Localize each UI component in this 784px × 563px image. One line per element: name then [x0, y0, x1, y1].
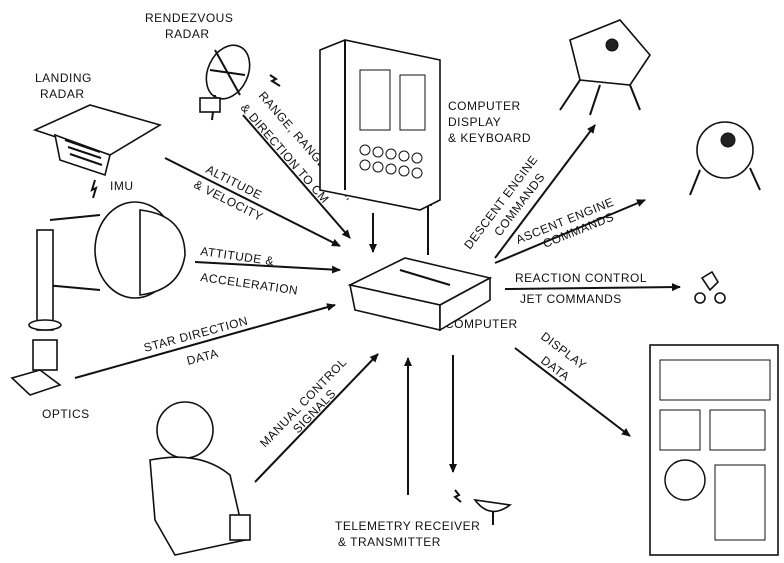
landing-radar-label: LANDING	[35, 71, 92, 85]
flow-label: MANUAL CONTROL	[257, 355, 349, 450]
computer-illustration	[347, 257, 493, 332]
dsky-label: DISPLAY	[448, 115, 501, 129]
computer-label: COMPUTER	[445, 317, 518, 331]
arrow-attitude	[194, 261, 341, 274]
flow-label: JET COMMANDS	[520, 292, 622, 306]
arrow-altitude	[164, 157, 341, 247]
flow-label: ACCELERATION	[200, 270, 299, 298]
imu-illustration	[44, 201, 186, 299]
label-display: DISPLAY DATA	[538, 329, 589, 384]
astronaut-illustration	[149, 401, 251, 556]
landing-radar-label: RADAR	[40, 87, 85, 101]
arrow-manual	[254, 353, 379, 483]
arrow-star	[74, 303, 336, 379]
dsky-label: COMPUTER	[448, 99, 521, 113]
dsky-label: & KEYBOARD	[448, 131, 531, 145]
optics-label: OPTICS	[42, 407, 90, 421]
landing-radar-illustration	[32, 104, 162, 199]
arrow-reaction	[504, 283, 681, 292]
label-altitude: ALTITUDE & VELOCITY	[192, 162, 266, 224]
arrow-display	[514, 347, 631, 437]
label-star: STAR DIRECTION DATA	[142, 314, 249, 368]
lunar-module-descent-illustration	[559, 19, 652, 116]
label-attitude: ATTITUDE & ACCELERATION	[200, 244, 299, 298]
rendezvous-radar-illustration	[199, 44, 281, 121]
flow-label: DATA	[185, 346, 220, 368]
rendezvous-radar-label: RENDEZVOUS	[145, 11, 233, 25]
rendezvous-radar-label: RADAR	[165, 27, 210, 41]
label-manual: MANUAL CONTROL SIGNALS	[257, 355, 349, 450]
display-panel-illustration	[649, 344, 779, 556]
arrow-range	[242, 114, 351, 239]
telemetry-label: & TRANSMITTER	[338, 535, 441, 549]
dsky-illustration	[319, 39, 441, 211]
label-reaction: REACTION CONTROL JET COMMANDS	[515, 271, 647, 306]
optics-illustration	[10, 229, 62, 396]
telemetry-label: TELEMETRY RECEIVER	[335, 519, 480, 533]
reaction-jet-illustration	[694, 270, 726, 304]
flow-label: REACTION CONTROL	[515, 271, 647, 285]
flow-arrows	[74, 114, 681, 495]
arrow-ascent	[494, 199, 646, 264]
imu-label: IMU	[110, 179, 134, 193]
lunar-module-ascent-illustration	[689, 121, 761, 196]
telemetry-antenna-illustration	[453, 489, 513, 525]
arrow-descent	[494, 124, 596, 259]
